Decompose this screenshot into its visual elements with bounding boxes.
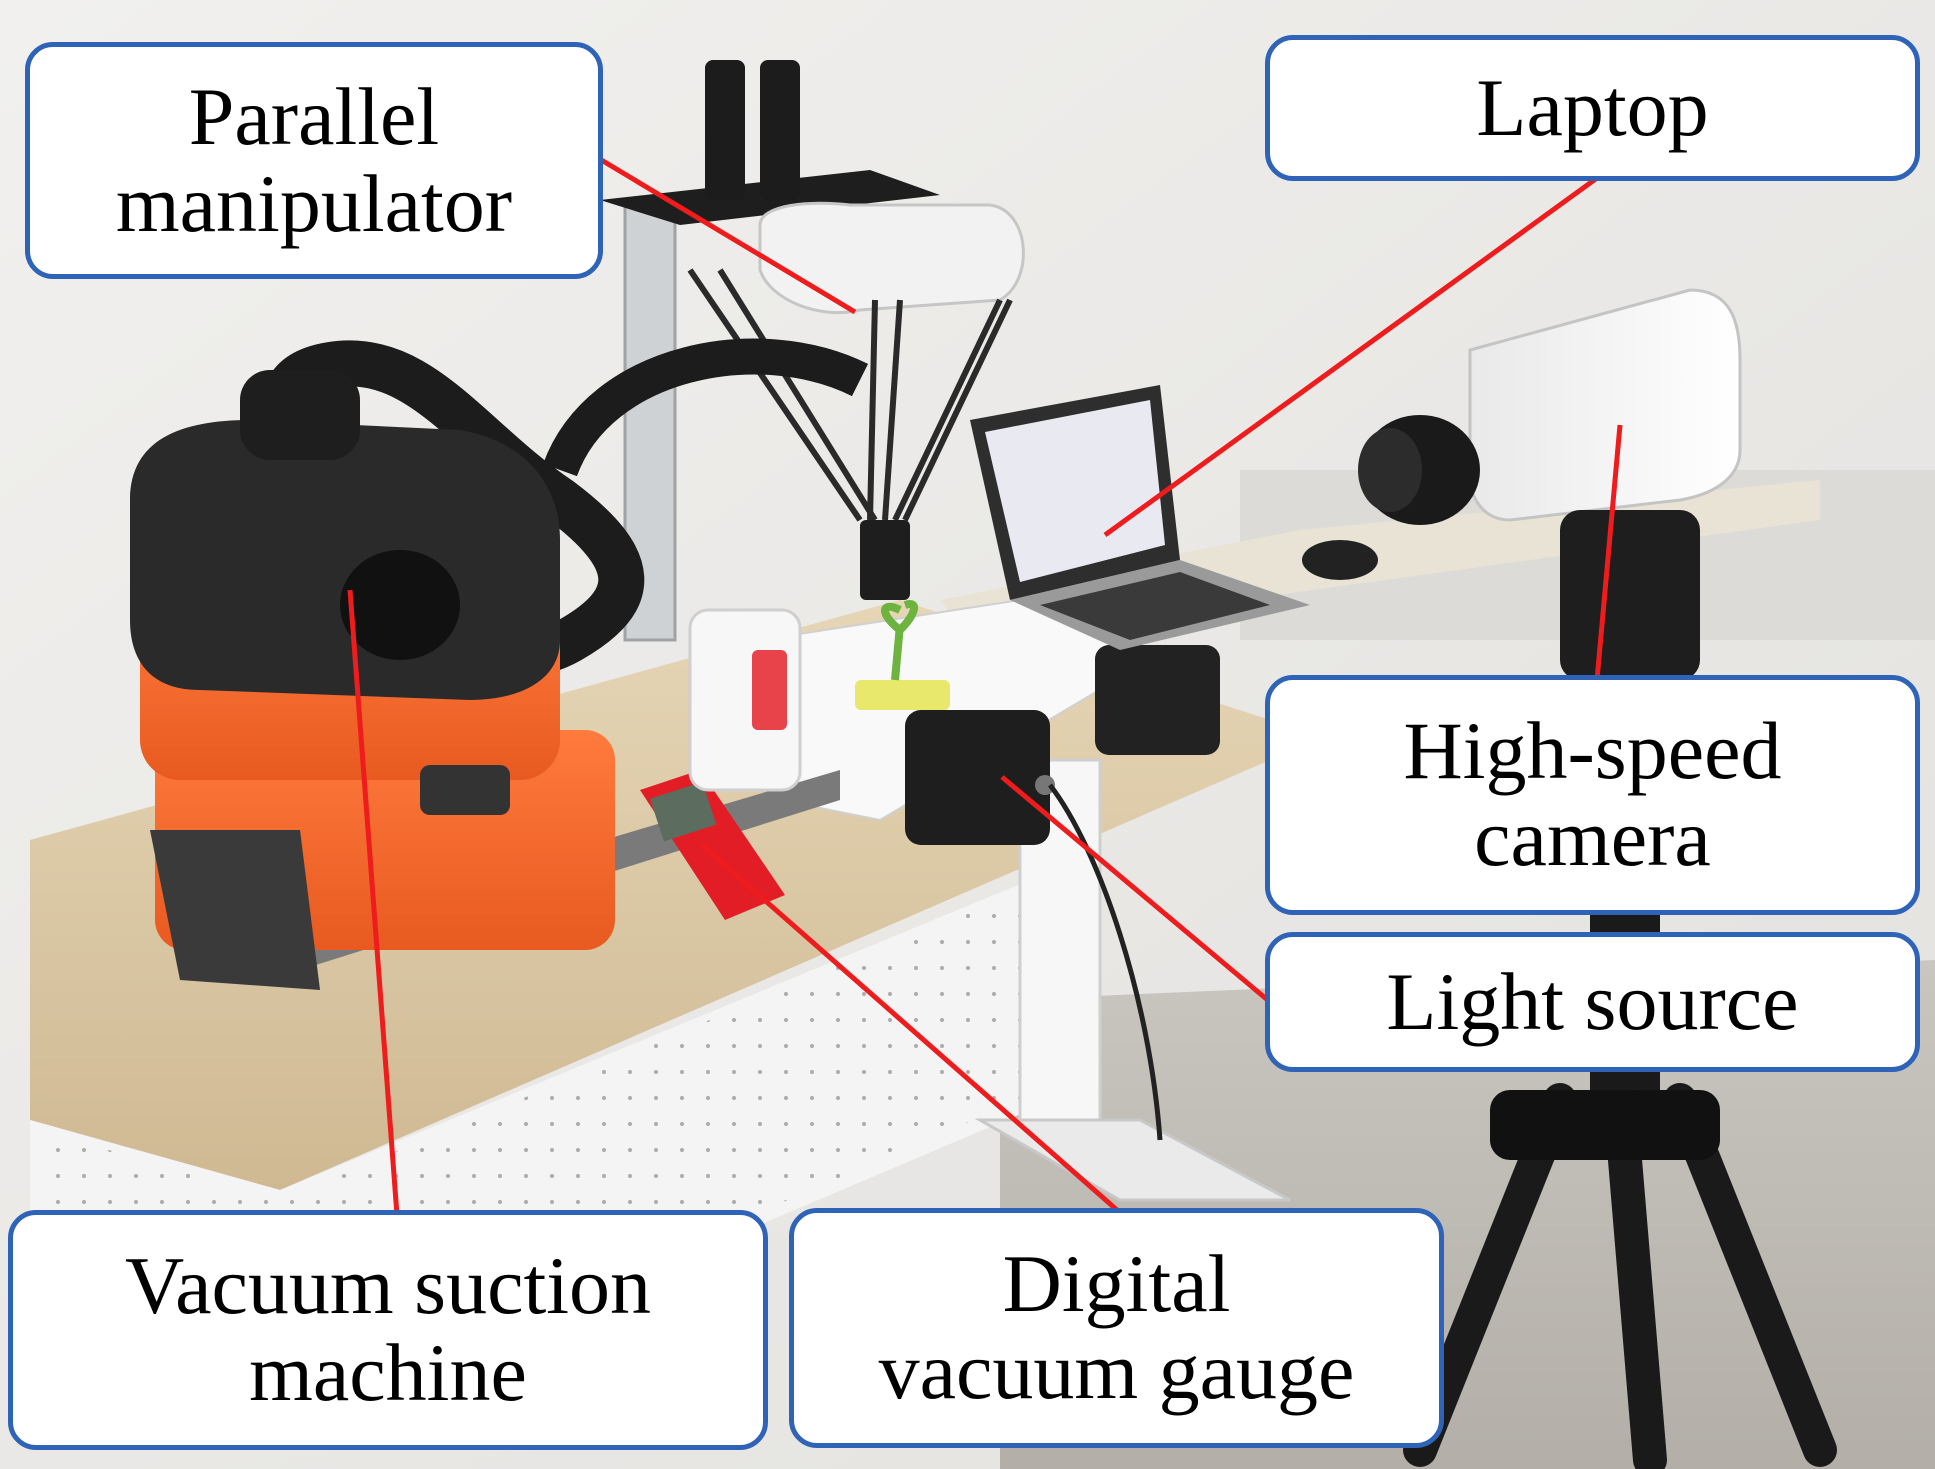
manipulator-arms: [687, 268, 1013, 522]
vacuum-intake-port: [340, 550, 460, 660]
vacuum-gauge-screen: [650, 781, 717, 842]
callout-laptop: Laptop: [1265, 35, 1920, 181]
vacuum-handle: [240, 370, 360, 460]
callout-high-speed-camera-line1: High-speed: [1403, 705, 1782, 797]
callout-high-speed-camera: High-speed camera: [1265, 675, 1920, 915]
tripod-head: [1560, 510, 1700, 680]
manipulator-tube-1: [705, 60, 745, 200]
callout-digital-vacuum-gauge-line2: vacuum gauge: [878, 1325, 1355, 1416]
camera-lens-front: [1358, 428, 1422, 512]
callout-vacuum-suction-machine-line1: Vacuum suction: [124, 1240, 652, 1332]
callout-vacuum-suction-machine: Vacuum suction machine: [8, 1210, 768, 1450]
callout-high-speed-camera-line2: camera: [1474, 792, 1711, 883]
manipulator-tube-2: [760, 60, 800, 200]
controller-panel: [752, 650, 787, 730]
callout-laptop-line1: Laptop: [1476, 61, 1709, 153]
mouse: [1302, 540, 1378, 580]
vacuum-motor-head: [130, 420, 560, 700]
callout-parallel-manipulator: Parallel manipulator: [25, 42, 603, 279]
light-source-back: [1095, 645, 1220, 755]
callout-light-source-line1: Light source: [1386, 955, 1799, 1047]
leader-line-high-speed-camera: [1594, 424, 1623, 681]
light-source-front-port: [1035, 775, 1055, 795]
callout-digital-vacuum-gauge-line1: Digital: [1002, 1238, 1231, 1330]
seedling: [881, 600, 918, 681]
leader-line-parallel-manipulator: [596, 155, 857, 315]
manipulator-end-effector: [860, 520, 910, 600]
leader-lines: [347, 155, 1623, 1216]
tripod-leg-lock: [1490, 1090, 1720, 1160]
seedling-tray: [855, 680, 950, 710]
light-source-cable: [1048, 783, 1163, 1141]
light-source-front: [905, 710, 1050, 845]
callout-digital-vacuum-gauge: Digital vacuum gauge: [789, 1208, 1444, 1448]
leader-line-laptop: [1103, 175, 1599, 538]
callout-light-source: Light source: [1265, 932, 1920, 1072]
vacuum-latch: [420, 765, 510, 815]
vacuum-hose-loop: [543, 338, 869, 477]
leader-line-digital-vacuum-gauge: [700, 843, 1119, 1212]
manipulator-motor-housing: [758, 201, 1025, 315]
leader-line-light-source: [1000, 775, 1272, 1004]
vacuum-base-plate: [150, 830, 320, 990]
callout-parallel-manipulator-line1: Parallel: [188, 70, 440, 162]
callout-vacuum-suction-machine-line2: machine: [249, 1327, 527, 1418]
camera-body: [1468, 288, 1742, 522]
leader-line-vacuum-suction-machine: [347, 589, 400, 1216]
callout-parallel-manipulator-line2: manipulator: [115, 157, 513, 249]
laptop-display: [985, 400, 1165, 582]
laptop-keyboard: [1040, 572, 1270, 640]
